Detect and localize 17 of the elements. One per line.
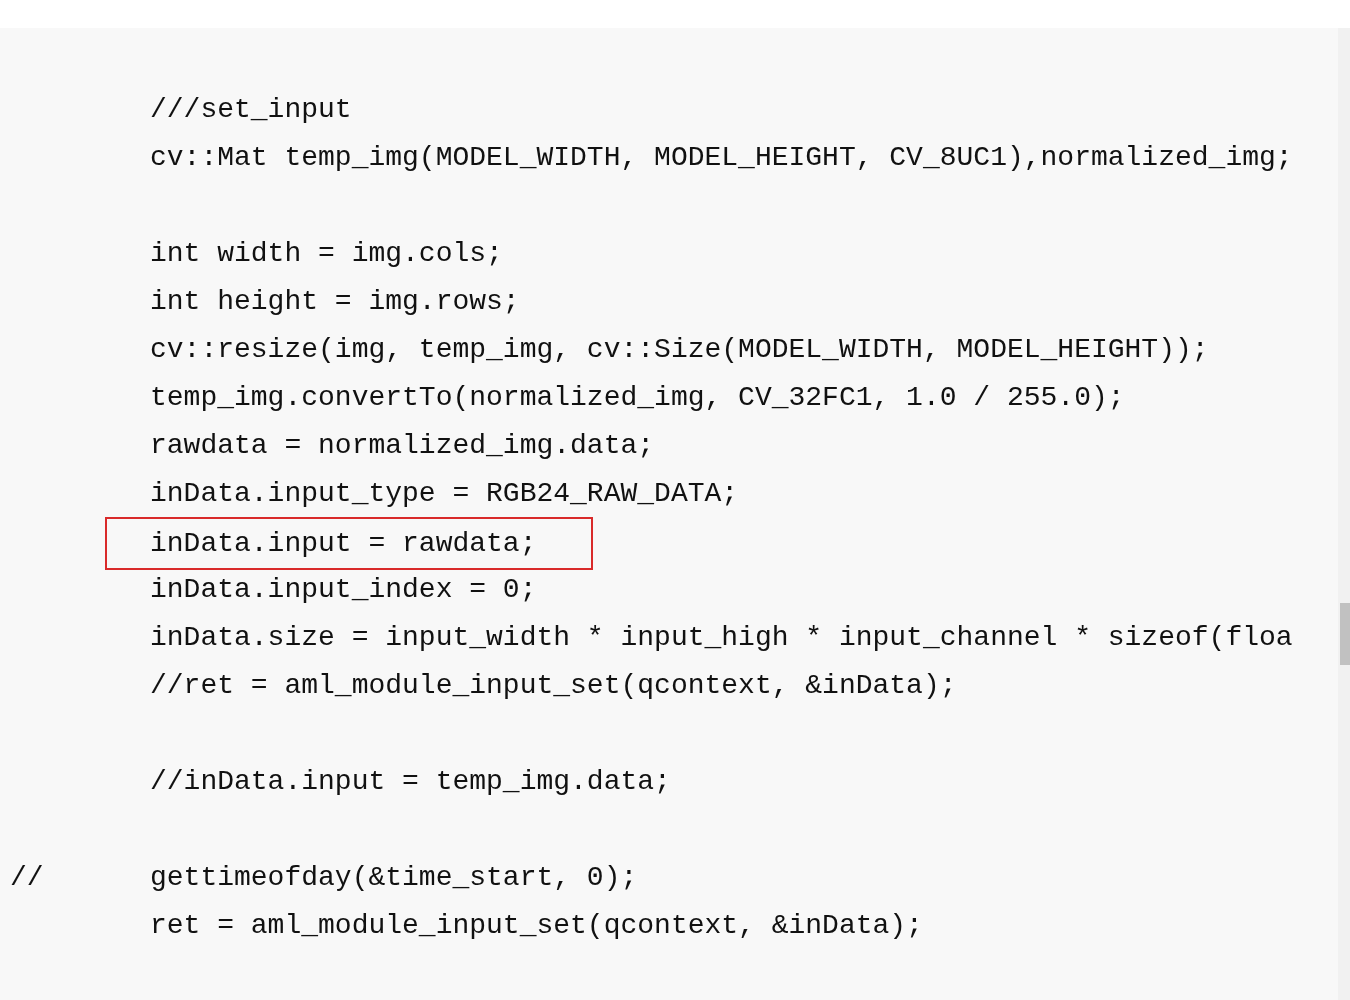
code-line: ///set_input xyxy=(150,93,352,127)
code-line: rawdata = normalized_img.data; xyxy=(150,429,655,463)
code-line: inData.input_type = RGB24_RAW_DATA; xyxy=(150,477,739,511)
code-line: //ret = aml_module_input_set(qcontext, &inData); xyxy=(150,669,957,703)
code-line: //inData.input = temp_img.data; xyxy=(150,765,671,799)
code-line: // xyxy=(10,861,44,895)
code-line: cv::resize(img, temp_img, cv::Size(MODEL_WIDTH, MODEL_HEIGHT)); xyxy=(150,333,1209,367)
code-line: cv::Mat temp_img(MODEL_WIDTH, MODEL_HEIGHT, CV_8UC1),normalized_img; xyxy=(150,141,1293,175)
code-line: ret = aml_module_input_set(qcontext, &inData); xyxy=(150,909,923,943)
code-line: inData.size = input_width * input_high * input_channel * sizeof(floa xyxy=(150,621,1293,655)
code-line: int width = img.cols; xyxy=(150,237,503,271)
code-line: temp_img.convertTo(normalized_img, CV_32FC1, 1.0 / 255.0); xyxy=(150,381,1125,415)
code-line: inData.input = rawdata; xyxy=(150,526,537,561)
code-line: int height = img.rows; xyxy=(150,285,520,319)
highlight-box xyxy=(105,517,593,570)
code-line: gettimeofday(&time_start, 0); xyxy=(150,861,638,895)
code-line: inData.input_index = 0; xyxy=(150,573,537,607)
